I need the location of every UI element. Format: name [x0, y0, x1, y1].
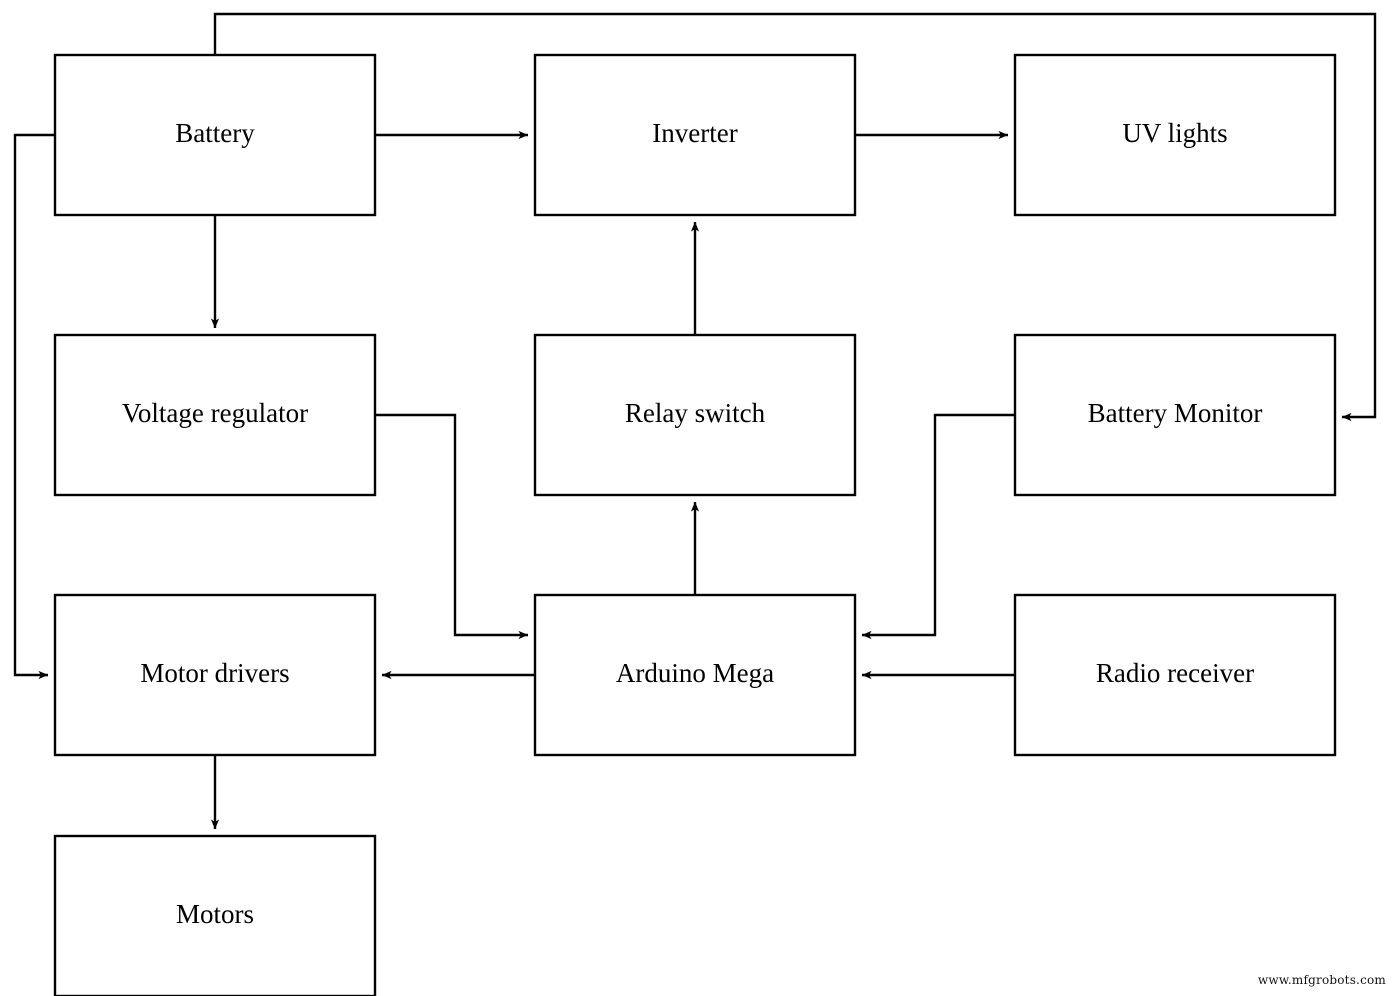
node-battery_monitor[interactable]: Battery Monitor	[1013, 333, 1337, 497]
node-motor_drivers[interactable]: Motor drivers	[53, 593, 377, 757]
node-box-motor_drivers[interactable]	[53, 593, 377, 757]
node-uv_lights[interactable]: UV lights	[1013, 53, 1337, 217]
node-box-uv_lights[interactable]	[1013, 53, 1337, 217]
node-box-battery_monitor[interactable]	[1013, 333, 1337, 497]
node-box-relay_switch[interactable]	[533, 333, 857, 497]
edge-voltage-regulator-to-arduino	[375, 413, 529, 640]
node-relay_switch[interactable]: Relay switch	[533, 333, 857, 497]
edge-battery-to-battery-monitor	[213, 12, 1377, 422]
node-label-motor_drivers: Motor drivers	[140, 658, 289, 688]
node-label-motors: Motors	[176, 899, 254, 929]
node-box-radio_receiver[interactable]	[1013, 593, 1337, 757]
node-box-arduino_mega[interactable]	[533, 593, 857, 757]
site-watermark: www.mfgrobots.com	[1258, 973, 1387, 987]
node-label-battery_monitor: Battery Monitor	[1088, 398, 1263, 428]
node-box-voltage_regulator[interactable]	[53, 333, 377, 497]
node-label-radio_receiver: Radio receiver	[1096, 658, 1254, 688]
node-motors[interactable]: Motors	[53, 834, 377, 996]
node-label-battery: Battery	[175, 118, 255, 148]
edges-layer	[13, 12, 1377, 830]
node-arduino_mega[interactable]: Arduino Mega	[533, 593, 857, 757]
node-box-motors[interactable]	[53, 834, 377, 996]
edge-battery-monitor-to-arduino	[861, 413, 1015, 640]
node-box-inverter[interactable]	[533, 53, 857, 217]
node-label-uv_lights: UV lights	[1122, 118, 1227, 148]
node-radio_receiver[interactable]: Radio receiver	[1013, 593, 1337, 757]
node-battery[interactable]: Battery	[53, 53, 377, 217]
node-box-battery[interactable]	[53, 53, 377, 217]
node-inverter[interactable]: Inverter	[533, 53, 857, 217]
node-label-arduino_mega: Arduino Mega	[616, 658, 774, 688]
node-voltage_regulator[interactable]: Voltage regulator	[53, 333, 377, 497]
node-label-voltage_regulator: Voltage regulator	[122, 398, 308, 428]
node-label-relay_switch: Relay switch	[625, 398, 766, 428]
edge-battery-to-motor-drivers	[13, 133, 55, 680]
node-label-inverter: Inverter	[652, 118, 737, 148]
